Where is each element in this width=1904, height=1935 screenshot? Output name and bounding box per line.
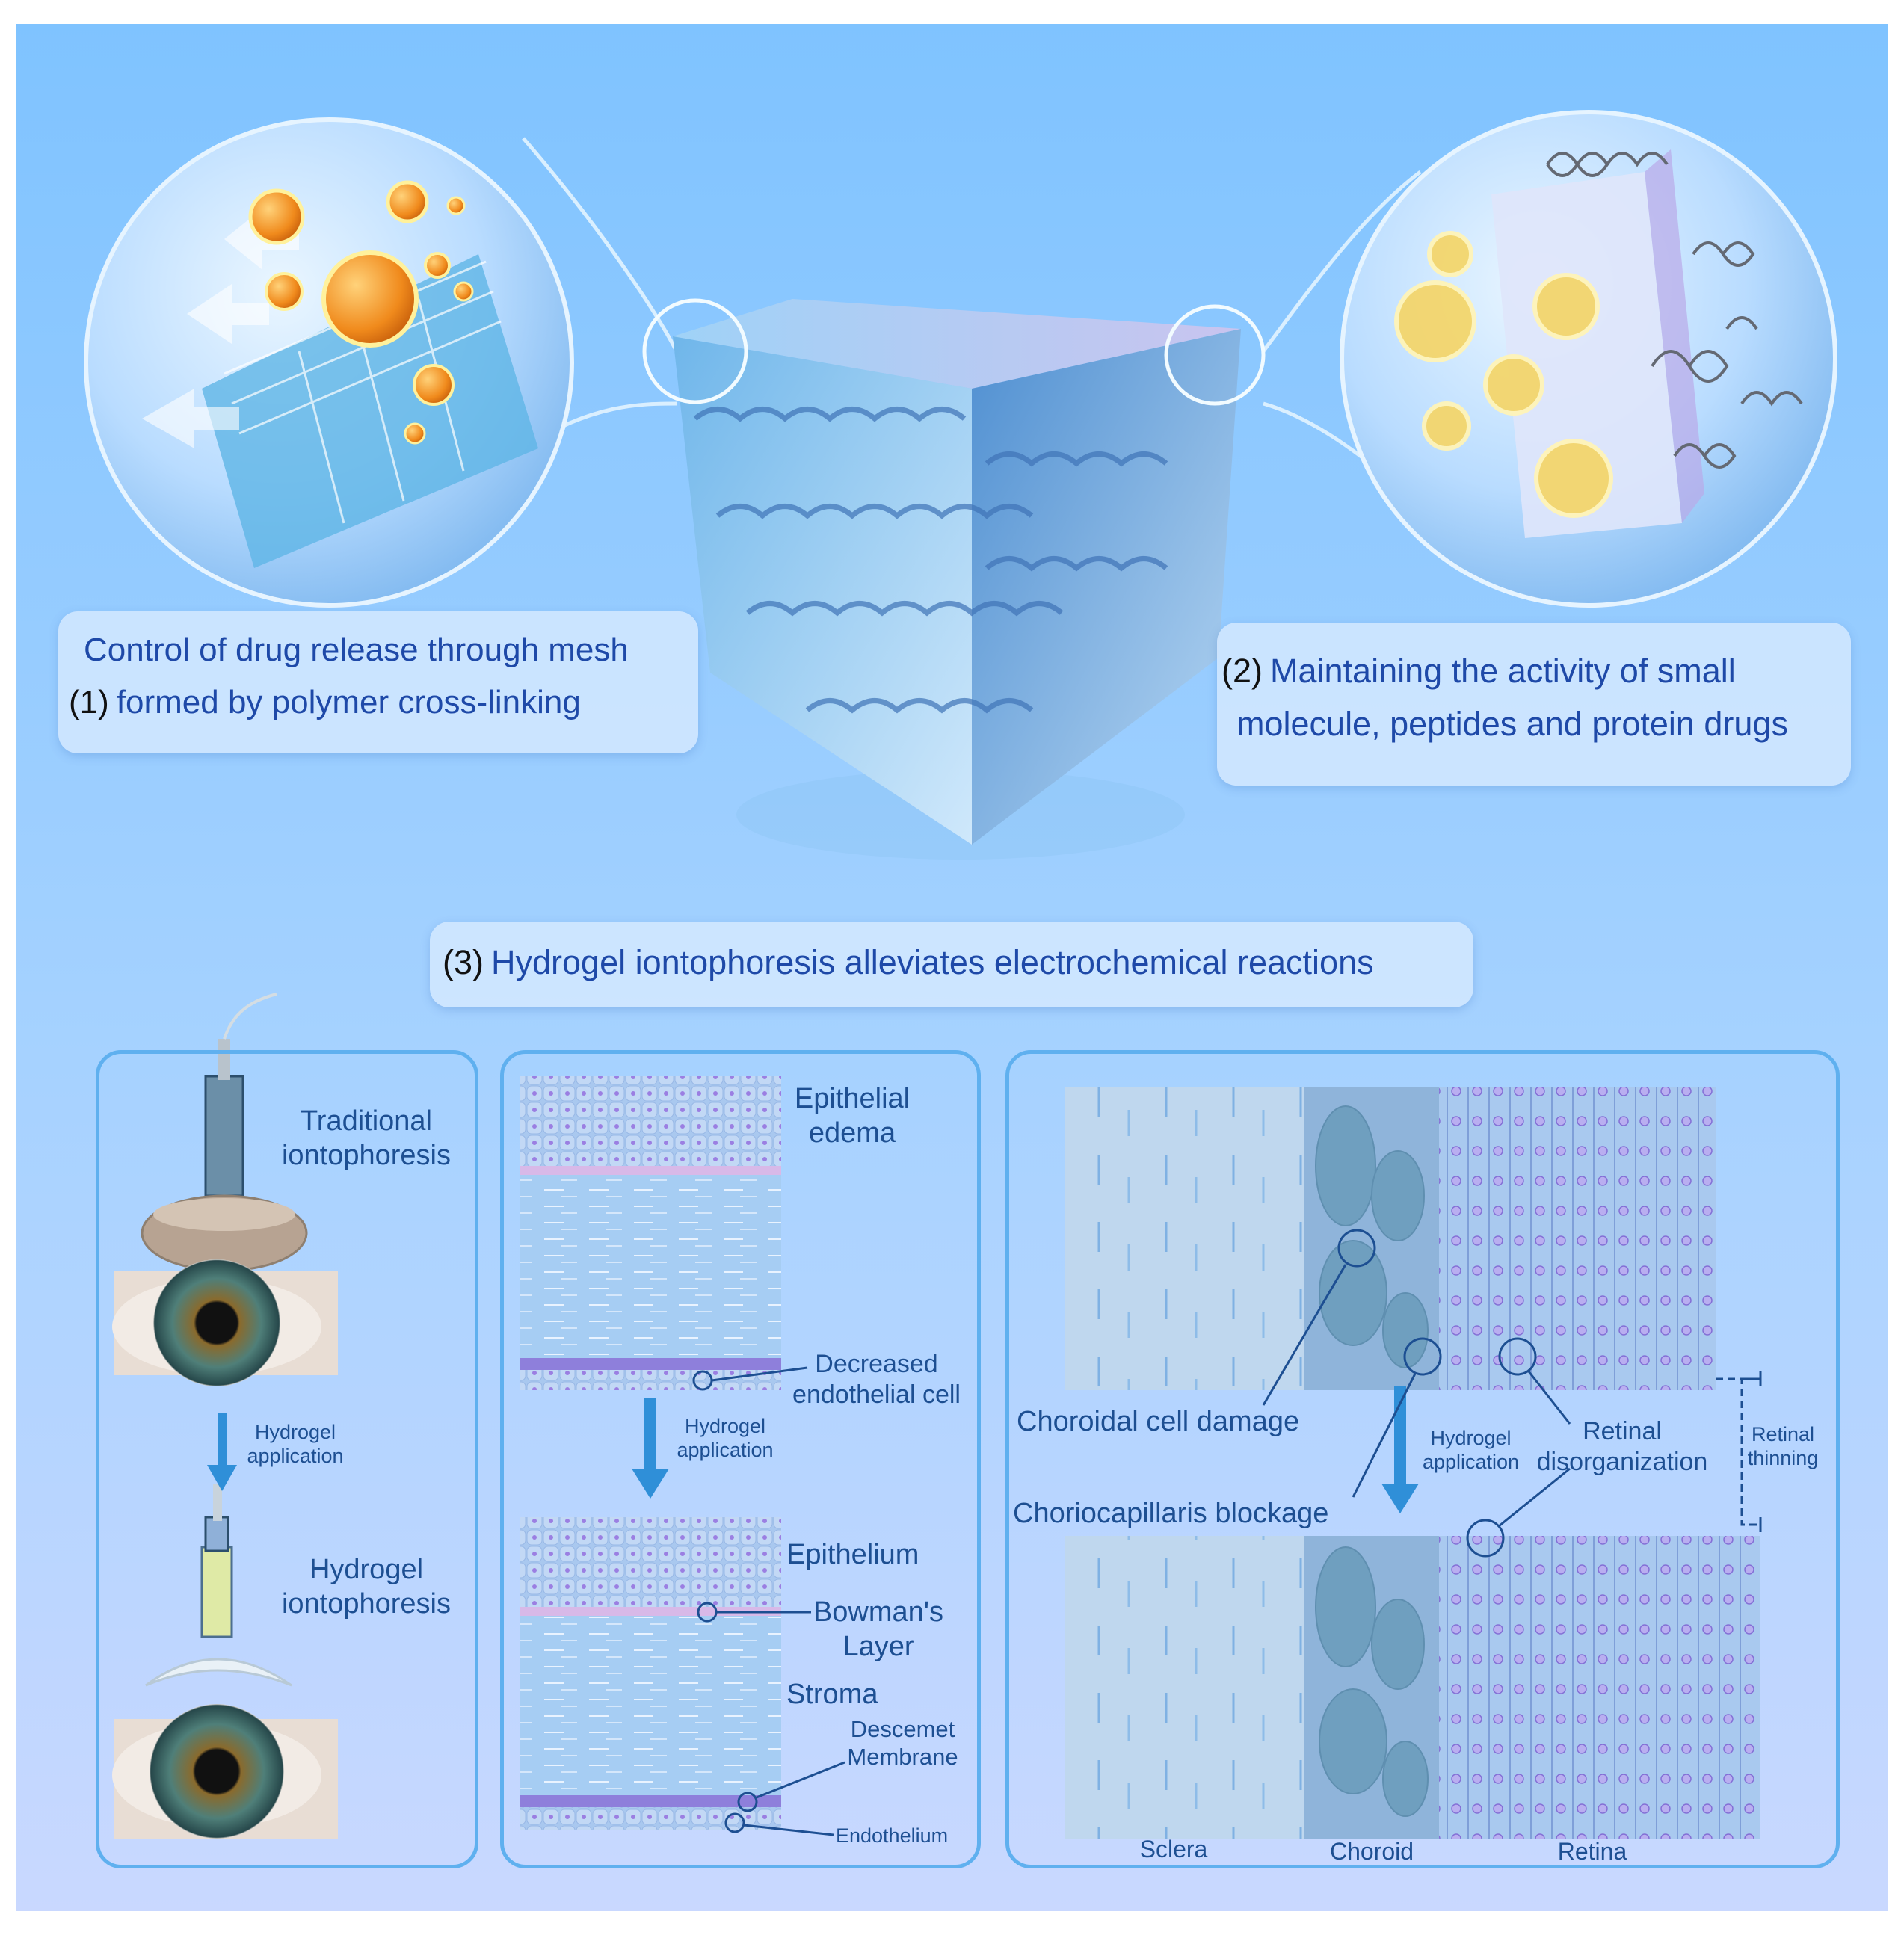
caption-1-line1: Control of drug release through mesh (84, 632, 629, 668)
caption-3: (3)Hydrogel iontophoresis alleviates ele… (443, 943, 1374, 982)
sclera-label: Sclera (1139, 1836, 1208, 1863)
retina-label: Retina (1557, 1838, 1627, 1865)
caption-2-text: Maintaining the activity of small (1270, 652, 1736, 690)
middle-panel-illustration (520, 1076, 845, 1836)
caption-box-2 (1217, 623, 1851, 786)
panel-cornea (500, 1050, 981, 1868)
endothelium-label: Endothelium (836, 1824, 949, 1847)
caption-3-text: Hydrogel iontophoresis alleviates electr… (491, 943, 1374, 981)
caption-box-3 (430, 922, 1473, 1007)
choroid-label: Choroid (1329, 1838, 1414, 1865)
caption-3-number: (3) (443, 943, 484, 981)
caption-2-number: (2) (1221, 652, 1263, 690)
caption-box-1 (58, 611, 698, 753)
epithelium-label: Epithelium (786, 1539, 919, 1570)
caption-1-number: (1) (69, 684, 109, 720)
stroma-label: Stroma (786, 1679, 878, 1710)
panel-iontophoresis (96, 1050, 478, 1868)
left-panel-illustration (112, 993, 338, 1839)
hydrogel-cube (642, 298, 1266, 860)
caption-2-line1: (2)Maintaining the activity of small (1221, 652, 1736, 691)
panel-retina (1005, 1050, 1840, 1868)
choroidal-cell-damage-label: Choroidal cell damage (1017, 1406, 1300, 1437)
choriocapillaris-blockage-label: Choriocapillaris blockage (1013, 1498, 1329, 1529)
right-panel-illustration (1065, 1087, 1762, 1839)
protein-activity-sphere (1340, 110, 1837, 608)
caption-1-text: formed by polymer cross-linking (116, 684, 581, 720)
caption-1-line2: (1)formed by polymer cross-linking (69, 684, 581, 721)
caption-2-line2: molecule, peptides and protein drugs (1236, 705, 1788, 743)
drug-release-sphere (84, 117, 574, 608)
